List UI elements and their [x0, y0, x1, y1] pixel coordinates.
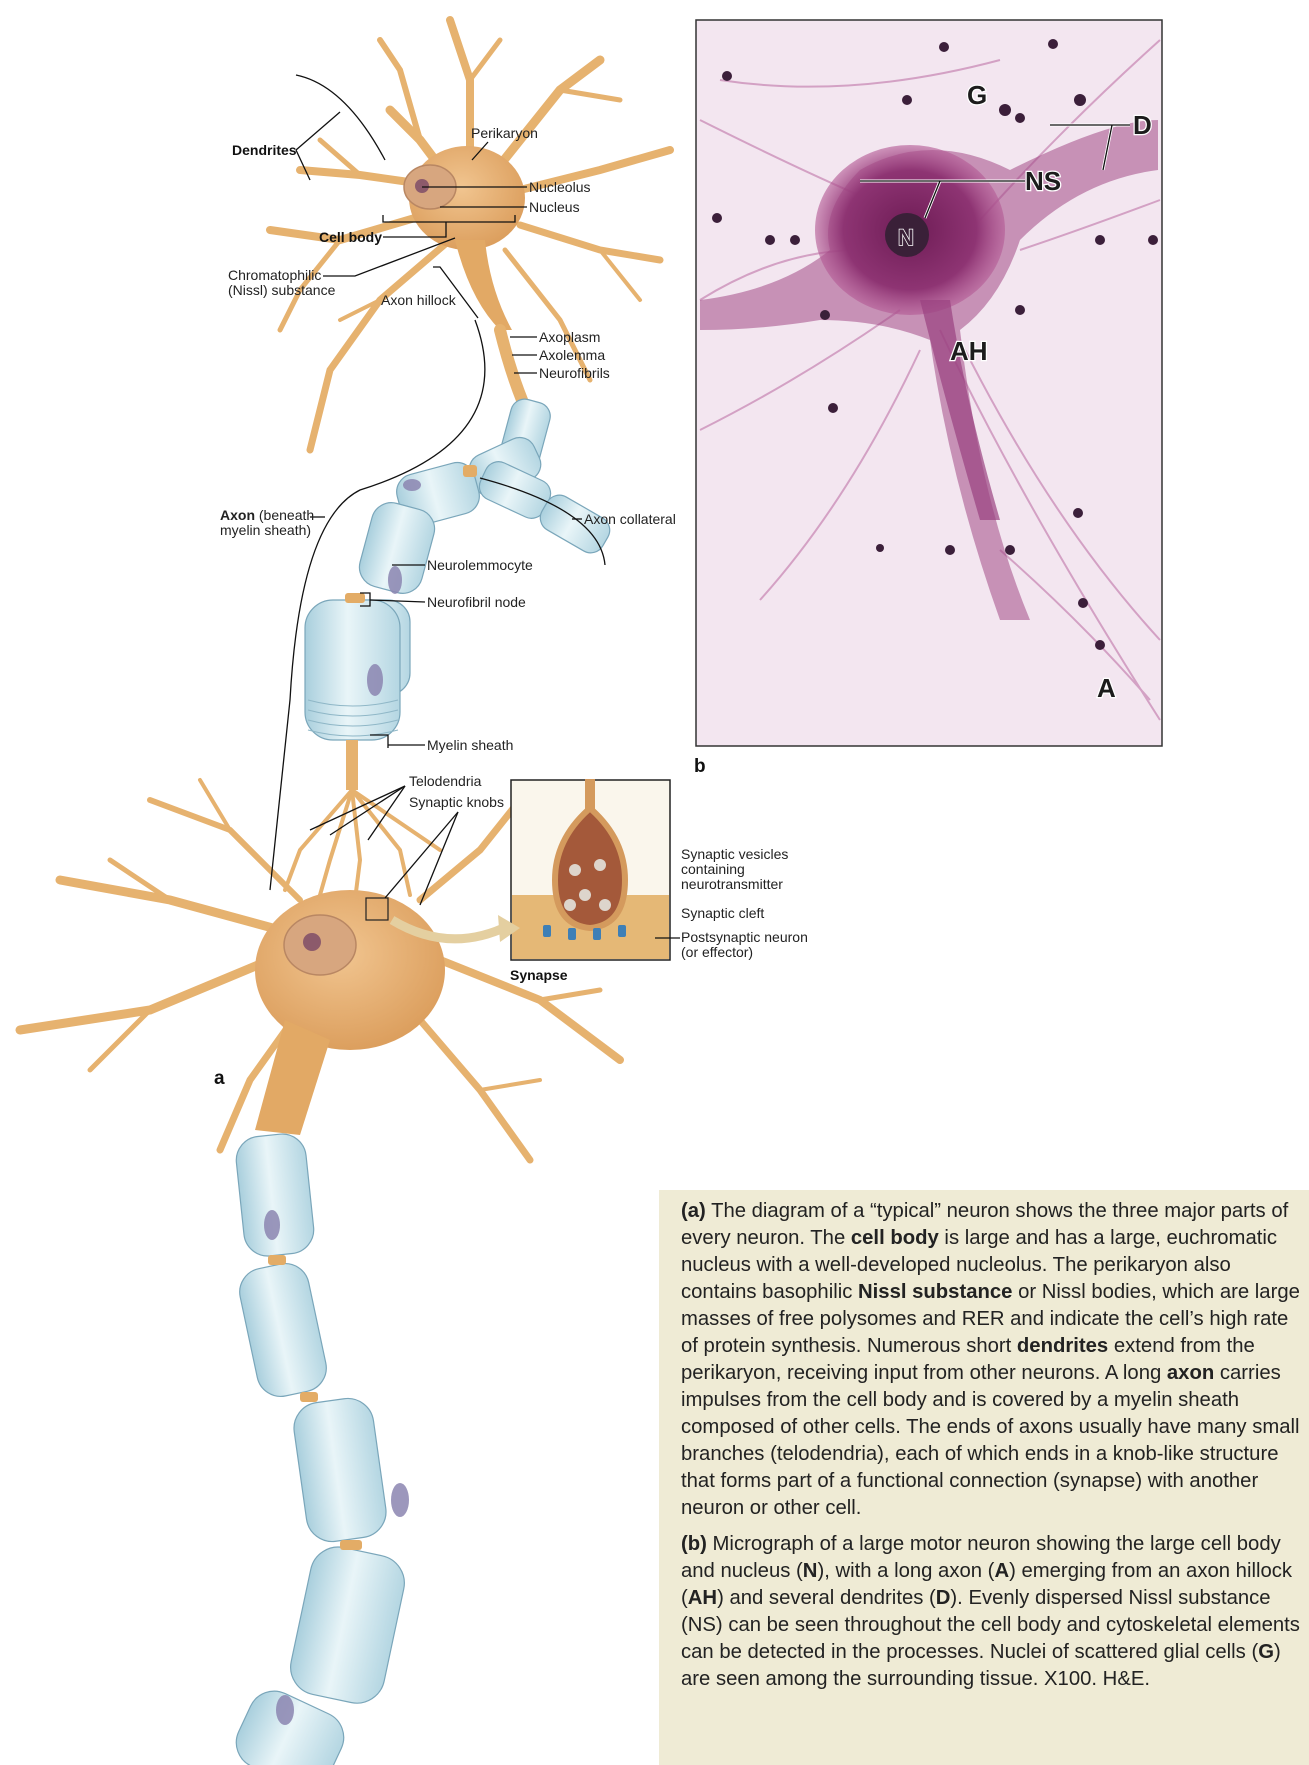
label-axon-rest: (beneath	[255, 507, 314, 523]
caption-b-run-8: D	[936, 1587, 951, 1609]
upper-nucleolus	[415, 179, 429, 193]
micro-label-g: G	[967, 80, 987, 110]
axon-hillock-shape	[455, 240, 512, 330]
caption-a-run-8: axon	[1167, 1362, 1214, 1384]
micro-label-d: D	[1133, 110, 1152, 140]
neuron-drawing	[20, 20, 670, 1765]
label-neurofibrils: Neurofibrils	[539, 365, 610, 381]
micro-label-ah: AH	[950, 336, 988, 366]
label-dendrites: Dendrites	[232, 142, 297, 158]
label-myelin-sheath: Myelin sheath	[427, 737, 513, 753]
caption-a-run-6: dendrites	[1017, 1335, 1108, 1357]
micrograph	[696, 20, 1162, 746]
caption-b-run-6: AH	[688, 1587, 717, 1609]
axon-proximal	[500, 330, 522, 400]
caption-a-run-9: carries impulses from the cell body and …	[681, 1362, 1300, 1519]
label-nissl-substance: (Nissl) substance	[228, 282, 336, 298]
label-postsynaptic: Postsynaptic neuron	[681, 929, 808, 945]
lower-myelinated-axon	[228, 1132, 410, 1765]
caption-b-run-0: (b)	[681, 1533, 707, 1555]
label-axon-bold: Axon	[220, 507, 255, 523]
caption-paragraph-a: (a) The diagram of a “typical” neuron sh…	[681, 1198, 1303, 1522]
label-axon-myelin: myelin sheath)	[220, 522, 311, 538]
label-cell-body: Cell body	[319, 229, 382, 245]
label-synaptic-knobs: Synaptic knobs	[409, 794, 504, 810]
label-axon-hillock: Axon hillock	[381, 292, 457, 308]
label-axoplasm: Axoplasm	[539, 329, 600, 345]
figure-caption: (a) The diagram of a “typical” neuron sh…	[659, 1190, 1309, 1765]
caption-paragraph-b: (b) Micrograph of a large motor neuron s…	[681, 1531, 1303, 1693]
label-perikaryon: Perikaryon	[471, 125, 538, 141]
caption-a-run-4: Nissl substance	[858, 1281, 1012, 1303]
caption-b-run-7: ) and several dendrites (	[717, 1587, 936, 1609]
panel-a-letter: a	[214, 1068, 225, 1089]
label-neurolemmocyte: Neurolemmocyte	[427, 557, 533, 573]
label-chromatophilic: Chromatophilic	[228, 267, 321, 283]
panel-b-letter: b	[694, 756, 706, 777]
lower-axon-hillock	[255, 1020, 330, 1135]
label-synaptic-vesicles-2: containing	[681, 861, 745, 877]
label-axon-collateral: Axon collateral	[584, 511, 676, 527]
micro-label-a: A	[1097, 673, 1116, 703]
caption-b-run-2: N	[803, 1560, 818, 1582]
caption-a-run-0: (a)	[681, 1200, 706, 1222]
label-axon: Axon (beneath	[220, 507, 314, 523]
label-neurofibril-node: Neurofibril node	[427, 594, 526, 610]
label-telodendria: Telodendria	[409, 773, 482, 789]
micro-label-n: N	[898, 225, 914, 250]
caption-a-run-2: cell body	[851, 1227, 939, 1249]
lower-nucleolus	[303, 933, 321, 951]
label-nucleus: Nucleus	[529, 199, 580, 215]
caption-b-run-10: G	[1258, 1641, 1274, 1663]
label-synaptic-vesicles: Synaptic vesicles	[681, 846, 788, 862]
caption-b-run-4: A	[994, 1560, 1009, 1582]
label-synaptic-cleft: Synaptic cleft	[681, 905, 764, 921]
caption-b-run-3: ), with a long axon (	[817, 1560, 994, 1582]
label-synaptic-vesicles-3: neurotransmitter	[681, 876, 783, 892]
micro-label-ns: NS	[1025, 166, 1061, 196]
label-nucleolus: Nucleolus	[529, 179, 590, 195]
label-postsynaptic-2: (or effector)	[681, 944, 753, 960]
label-axolemma: Axolemma	[539, 347, 605, 363]
label-synapse: Synapse	[510, 967, 568, 983]
